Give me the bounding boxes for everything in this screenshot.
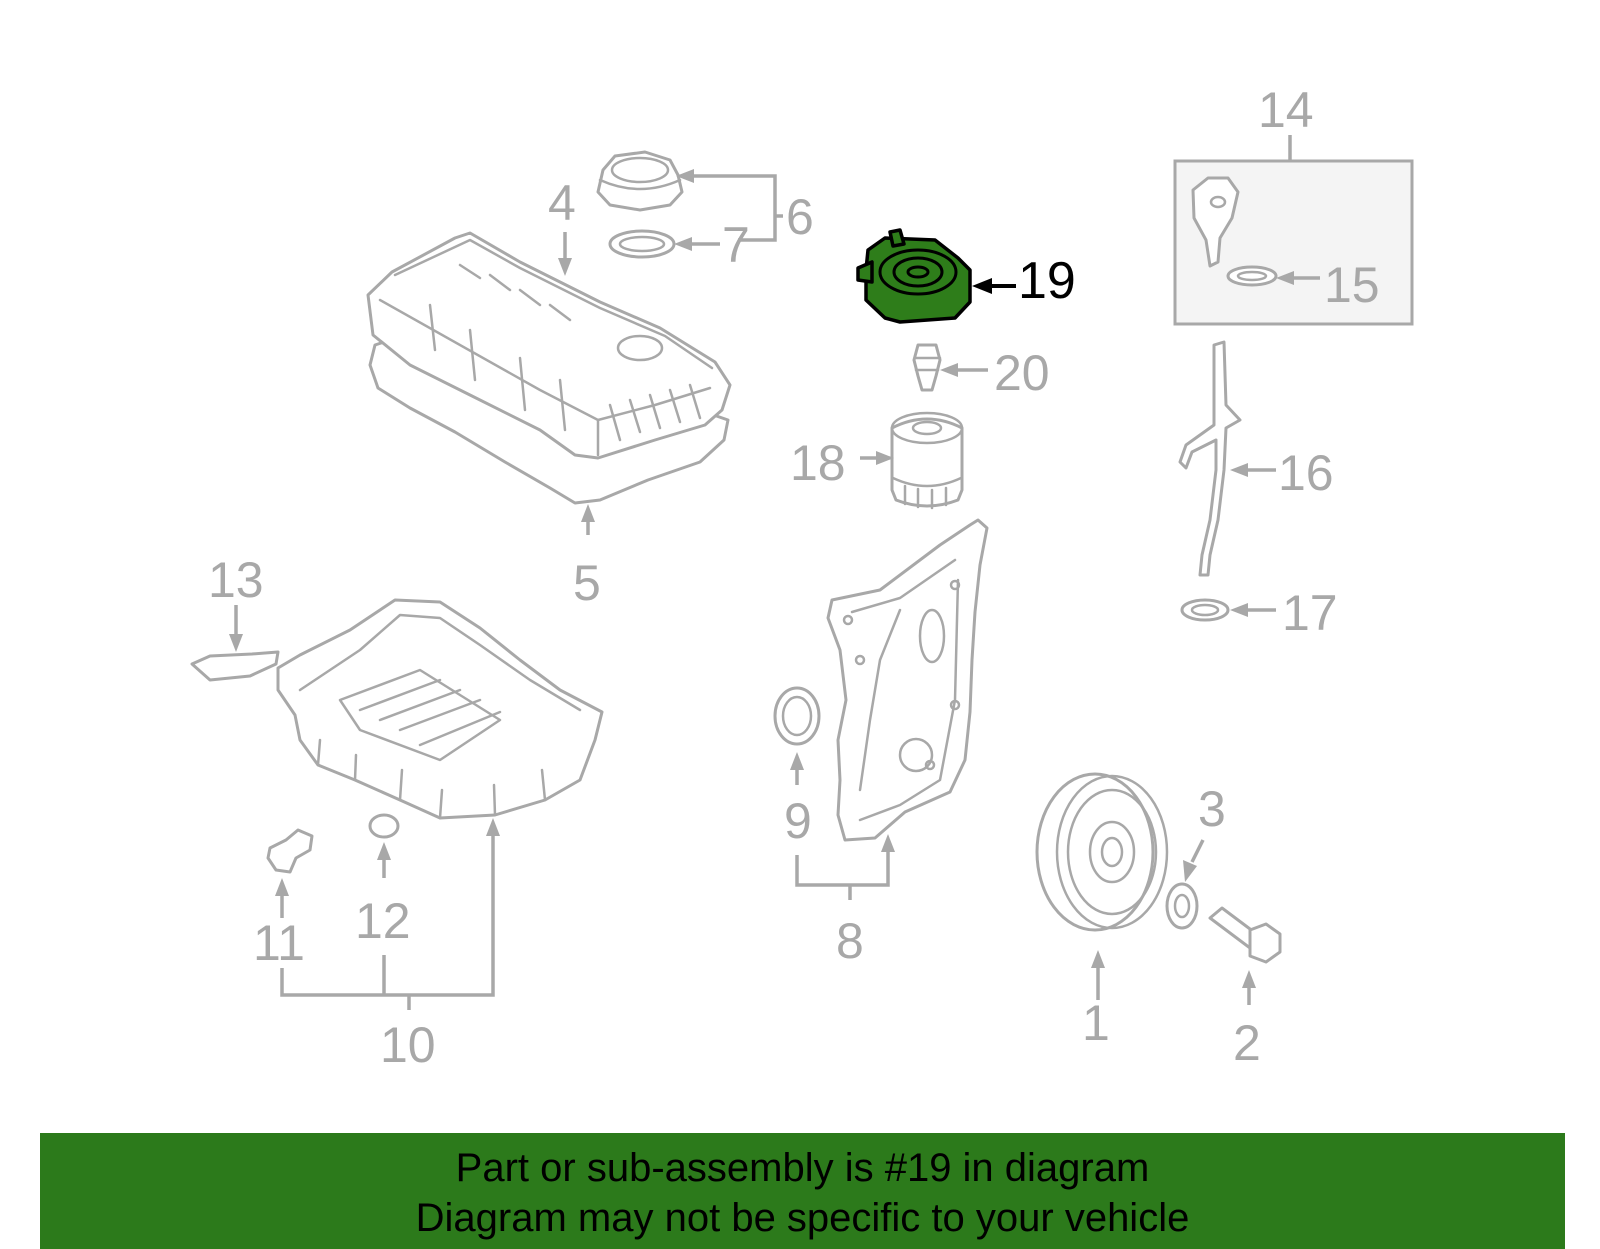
cap-seal — [608, 229, 676, 259]
callout-3: 3 — [1198, 781, 1226, 837]
oil-pan — [276, 598, 604, 820]
callout-16: 16 — [1278, 445, 1334, 501]
connector-bolt — [912, 343, 942, 392]
callout-11: 11 — [253, 915, 305, 971]
callout-20: 20 — [994, 345, 1050, 401]
oil-filler-cap — [596, 150, 684, 212]
leader-lines — [229, 135, 1320, 1010]
callout-1: 1 — [1082, 995, 1110, 1051]
oil-filter — [890, 411, 964, 510]
callout-19: 19 — [1018, 252, 1076, 310]
callout-13: 13 — [208, 552, 264, 608]
drain-plug-gasket — [368, 813, 400, 839]
callout-7: 7 — [722, 217, 750, 273]
callout-9: 9 — [784, 793, 812, 849]
crankshaft-pulley — [1035, 772, 1169, 932]
valve-cover — [366, 231, 732, 460]
callout-8: 8 — [836, 913, 864, 969]
callout-4: 4 — [548, 175, 576, 231]
callout-17: 17 — [1282, 585, 1338, 641]
front-crankshaft-seal — [773, 686, 821, 746]
info-banner: Part or sub-assembly is #19 in diagram D… — [40, 1133, 1565, 1249]
callout-10: 10 — [380, 1017, 436, 1073]
callout-5: 5 — [573, 555, 601, 611]
callout-18: 18 — [790, 435, 846, 491]
banner-line-1: Part or sub-assembly is #19 in diagram — [455, 1146, 1150, 1190]
callout-14: 14 — [1258, 82, 1314, 138]
inset-box-14 — [1173, 159, 1414, 326]
callout-6: 6 — [786, 189, 814, 245]
callout-2: 2 — [1233, 1015, 1261, 1071]
tube-o-ring — [1180, 598, 1230, 622]
oil-level-gauge-tube — [1178, 340, 1242, 577]
callout-numbers: 1 2 3 4 5 6 7 8 9 10 11 12 13 14 15 16 1… — [208, 82, 1380, 1073]
callout-15: 15 — [1324, 257, 1380, 313]
oil-cooler-highlighted — [856, 228, 972, 324]
pulley-washer — [1165, 882, 1199, 930]
callout-12: 12 — [355, 893, 411, 949]
drain-plug — [266, 828, 314, 874]
pulley-bolt — [1208, 906, 1282, 964]
baffle-plate — [190, 650, 280, 682]
timing-chain-cover — [826, 518, 989, 842]
banner-line-2: Diagram may not be specific to your vehi… — [415, 1196, 1190, 1240]
